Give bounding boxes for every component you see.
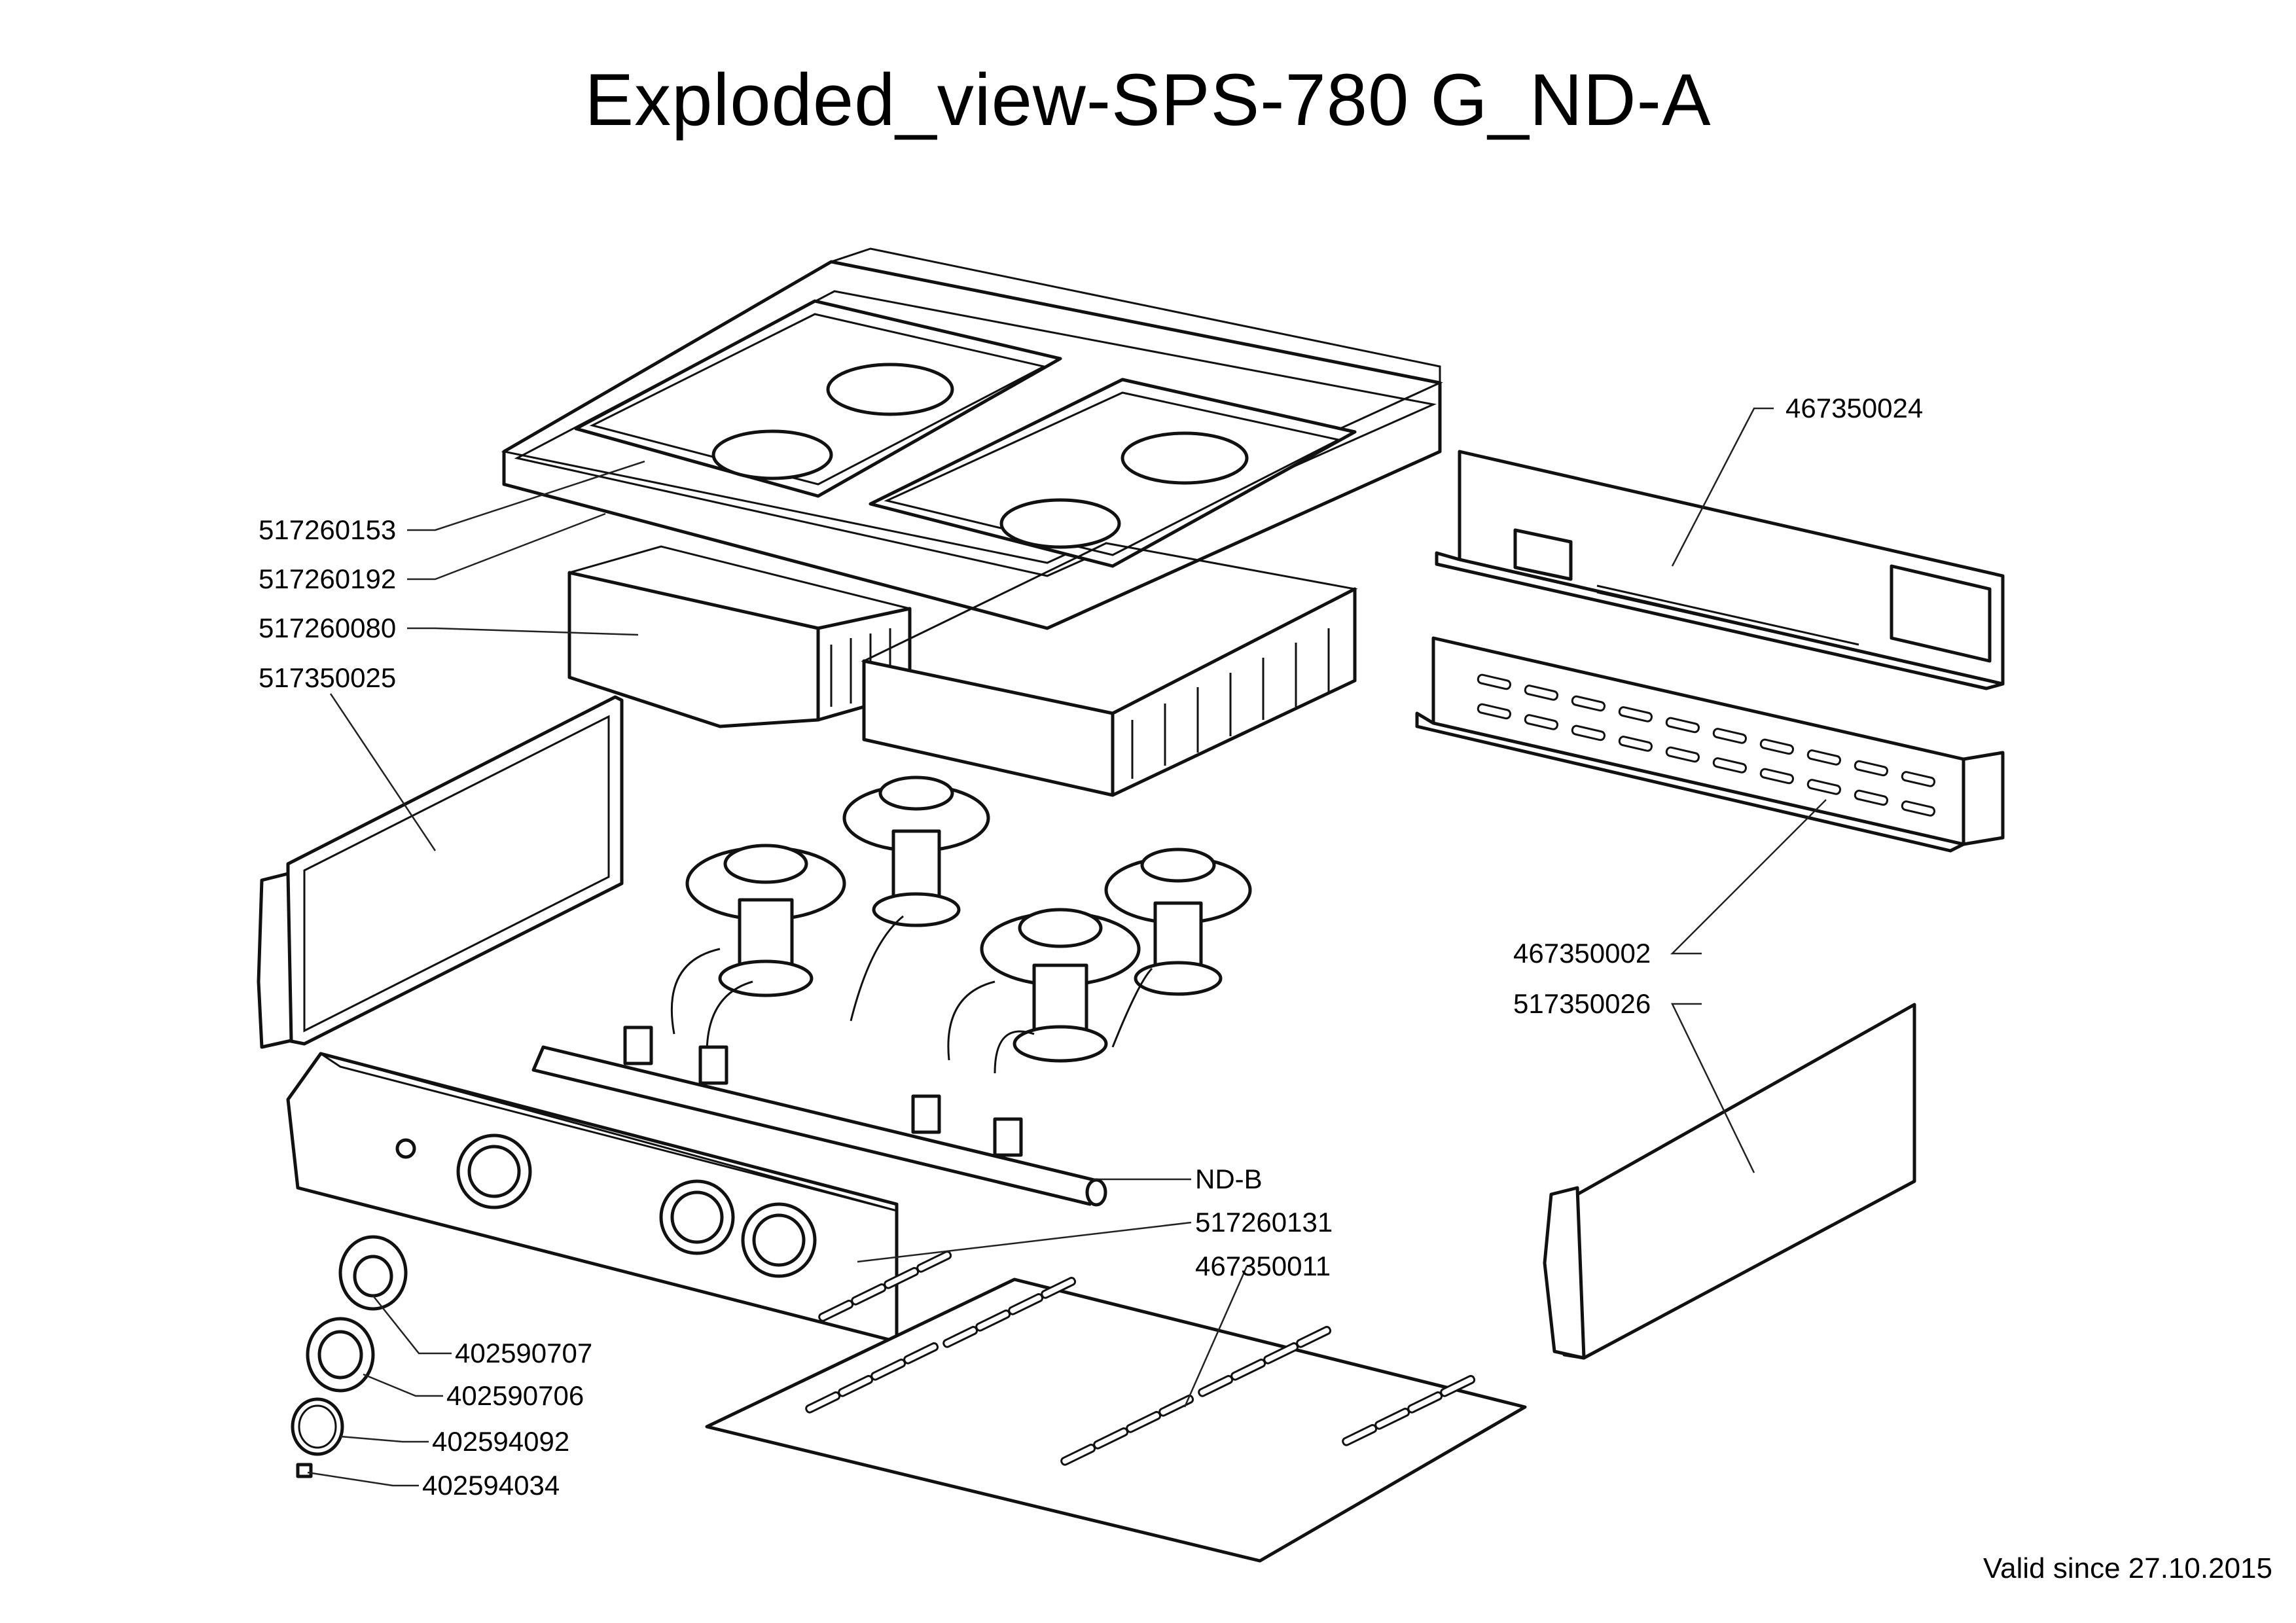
part-label-517260131: 517260131: [1195, 1207, 1333, 1238]
left-side-panel: [257, 695, 624, 1049]
vent-slot: [1571, 695, 1606, 712]
right-side-panel: [1543, 1003, 1916, 1360]
vent-slot: [1806, 749, 1842, 766]
part-label-402594034: 402594034: [422, 1470, 560, 1501]
part-label-467350024: 467350024: [1785, 393, 1924, 423]
vent-slot: [1712, 728, 1748, 744]
part-label-402590706: 402590706: [446, 1380, 584, 1411]
part-label-517350026: 517350026: [1513, 988, 1651, 1019]
vent-slot: [1901, 771, 1936, 787]
part-label-517260192: 517260192: [259, 563, 397, 594]
leader-lines: [307, 407, 1827, 1487]
vent-slot: [1618, 706, 1653, 722]
vent-slot: [1759, 768, 1795, 785]
burner-housing-right: [861, 542, 1358, 797]
base-slot: [903, 1342, 939, 1364]
part-label-517350025: 517350025: [259, 662, 397, 693]
vent-slot: [1901, 800, 1936, 817]
part-label-517260153: 517260153: [259, 514, 397, 545]
bottom-base-plate: [705, 1251, 1527, 1563]
part-label-517260080: 517260080: [259, 613, 397, 643]
base-slot: [1440, 1375, 1476, 1397]
part-label-467350002: 467350002: [1513, 938, 1651, 969]
vent-slot: [1524, 685, 1559, 701]
vent-slot: [1806, 779, 1842, 795]
part-label-402590707: 402590707: [455, 1338, 593, 1368]
part-label-467350011: 467350011: [1195, 1251, 1331, 1281]
vent-slot: [1618, 736, 1653, 752]
validity-note: Valid since 27.10.2015: [1983, 1552, 2272, 1584]
base-slot: [1296, 1326, 1332, 1348]
vent-slot: [1477, 703, 1512, 720]
burner-assembly: [531, 776, 1252, 1207]
knob-parts: [291, 1235, 408, 1478]
rear-vent-panel: [1415, 636, 2005, 853]
part-label-nd-b: ND-B: [1195, 1164, 1263, 1194]
back-panel: [1435, 450, 2005, 690]
base-slot: [916, 1251, 952, 1273]
vent-slot: [1665, 717, 1700, 734]
top-plate: [501, 247, 1443, 630]
vent-slot: [1759, 738, 1795, 755]
vent-slot: [1854, 760, 1889, 777]
vent-slot: [1665, 746, 1700, 763]
vent-slot: [1712, 757, 1748, 774]
base-slot: [1158, 1395, 1194, 1417]
vent-slot: [1524, 714, 1559, 730]
base-slot: [1041, 1277, 1077, 1299]
diagram-title: Exploded_view-SPS-780 G_ND-A: [584, 59, 1712, 141]
vent-slot: [1571, 724, 1606, 741]
part-label-402594092: 402594092: [432, 1426, 570, 1457]
vent-slot: [1854, 789, 1889, 806]
vent-slot: [1477, 673, 1512, 690]
